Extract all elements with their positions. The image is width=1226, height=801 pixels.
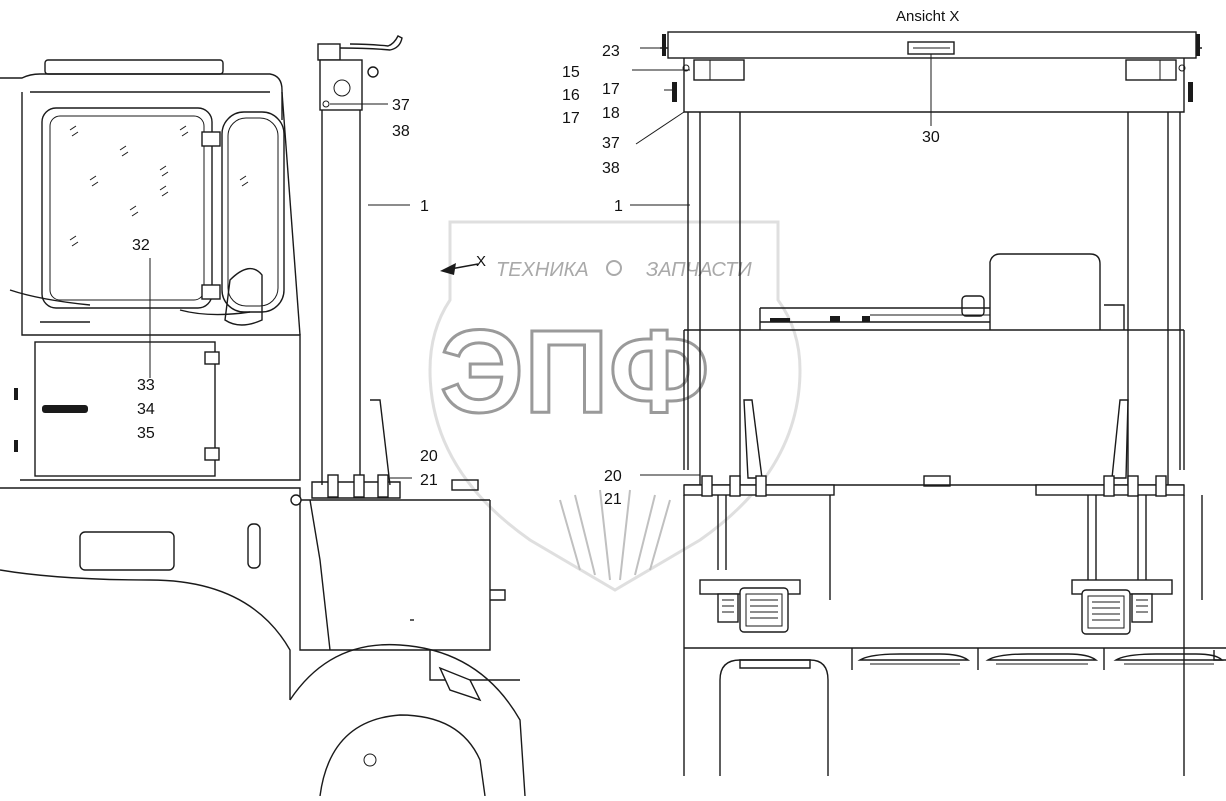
callout-20-right: 20 [604, 468, 622, 485]
right-leaders [630, 47, 932, 476]
callout-37-right: 37 [602, 135, 620, 152]
watermark: ТЕХНИКА ЗАПЧАСТИ ЭПФ [428, 220, 802, 592]
left-callouts: 37 38 1 32 33 34 35 20 21 [132, 97, 438, 489]
left-view-cab [0, 59, 526, 797]
watermark-text-right: ЗАПЧАСТИ [646, 259, 752, 281]
watermark-big-text: ЭПФ [440, 306, 709, 438]
callout-17-right-a: 17 [602, 81, 620, 98]
callout-32: 32 [132, 237, 150, 254]
watermark-text-left: ТЕХНИКА [496, 259, 589, 281]
callout-20-left: 20 [420, 448, 438, 465]
callout-37-left: 37 [392, 97, 410, 114]
callout-1-left: 1 [420, 198, 429, 215]
callout-38-right: 38 [602, 160, 620, 177]
callout-38-left: 38 [392, 123, 410, 140]
right-view-frame [660, 31, 1226, 776]
callout-21-right: 21 [604, 491, 622, 508]
callout-33: 33 [137, 377, 155, 394]
callout-34: 34 [137, 401, 155, 418]
gear-icon [606, 260, 622, 276]
view-title: Ansicht X [896, 8, 959, 25]
left-leaders [149, 103, 412, 479]
callout-30: 30 [922, 129, 940, 146]
left-post-assembly [290, 35, 479, 506]
view-arrow: X [440, 253, 486, 275]
callout-16: 16 [562, 87, 580, 104]
view-arrow-label: X [476, 253, 486, 270]
callout-1-right: 1 [614, 198, 623, 215]
right-callouts: 23 15 17 16 18 17 37 38 30 1 20 21 [562, 43, 940, 508]
callout-21-left: 21 [420, 472, 438, 489]
wheat-icon [559, 489, 671, 581]
callout-15: 15 [562, 64, 580, 81]
callout-23: 23 [602, 43, 620, 60]
callout-35: 35 [137, 425, 155, 442]
callout-18: 18 [602, 105, 620, 122]
callout-17-right-b: 17 [562, 110, 580, 127]
